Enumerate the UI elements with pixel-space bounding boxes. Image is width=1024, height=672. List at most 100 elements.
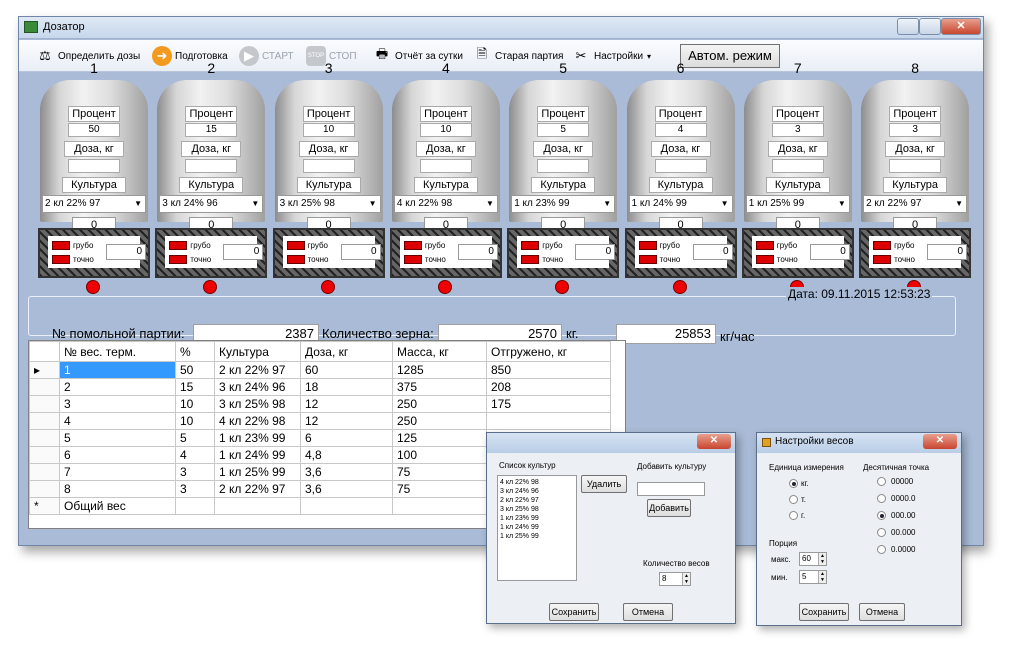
culture-select[interactable]: 1 кл 23% 99▼ bbox=[511, 195, 616, 213]
minimize-button[interactable] bbox=[897, 18, 919, 35]
spinner-arrows-icon[interactable]: ▲▼ bbox=[818, 553, 826, 565]
count-field[interactable]: 0 bbox=[106, 244, 146, 260]
grid-cell[interactable]: 3 bbox=[175, 463, 215, 481]
percent-field[interactable]: 4 bbox=[654, 123, 707, 137]
unit-radio[interactable] bbox=[789, 495, 798, 504]
close-button[interactable]: ✕ bbox=[941, 18, 981, 35]
dose-field[interactable] bbox=[302, 159, 355, 173]
grid-cell[interactable]: 50 bbox=[175, 361, 215, 379]
spinner-arrows-icon[interactable]: ▲▼ bbox=[682, 573, 690, 585]
count-field[interactable]: 0 bbox=[223, 244, 264, 260]
column-header[interactable]: Доза, кг bbox=[300, 341, 393, 362]
grid-cell[interactable]: 1 bbox=[59, 361, 176, 379]
list-item[interactable]: 1 кл 23% 99 bbox=[500, 515, 539, 522]
spinner-arrows-icon[interactable]: ▲▼ bbox=[818, 571, 826, 583]
grid-cell[interactable]: 1285 bbox=[392, 361, 487, 379]
dose-field[interactable] bbox=[771, 159, 824, 173]
count-field[interactable]: 0 bbox=[457, 244, 498, 260]
culture-dialog-close-button[interactable]: ✕ bbox=[697, 434, 731, 449]
decimal-radio[interactable] bbox=[877, 477, 886, 486]
dose-field[interactable] bbox=[185, 159, 238, 173]
list-item[interactable]: 1 кл 24% 99 bbox=[500, 524, 539, 531]
daily-report-button[interactable]: 🖶Отчёт за сутки bbox=[372, 45, 463, 67]
percent-field[interactable]: 50 bbox=[68, 123, 120, 137]
grid-cell[interactable]: 15 bbox=[175, 378, 215, 396]
column-header[interactable]: Отгружено, кг bbox=[486, 341, 611, 362]
grid-cell[interactable]: 3 bbox=[175, 480, 215, 498]
delete-culture-button[interactable]: Удалить bbox=[581, 475, 627, 493]
scale-save-button[interactable]: Сохранить bbox=[799, 603, 849, 621]
scale-cancel-button[interactable]: Отмена bbox=[859, 603, 905, 621]
culture-select[interactable]: 2 кл 22% 97▼ bbox=[863, 195, 968, 213]
list-item[interactable]: 4 кл 22% 98 bbox=[500, 479, 539, 486]
dose-field[interactable] bbox=[537, 159, 590, 173]
grid-cell[interactable] bbox=[392, 497, 487, 515]
scale-dialog-close-button[interactable]: ✕ bbox=[923, 434, 957, 449]
grain-amount-field[interactable]: 2570 bbox=[438, 324, 562, 344]
percent-field[interactable]: 10 bbox=[302, 123, 355, 137]
count-field[interactable]: 0 bbox=[575, 244, 616, 260]
culture-select[interactable]: 2 кл 22% 97▼ bbox=[42, 195, 146, 213]
row-header[interactable]: * bbox=[29, 497, 60, 515]
rate-field[interactable]: 25853 bbox=[616, 324, 716, 344]
row-header[interactable] bbox=[29, 429, 60, 447]
decimal-radio[interactable] bbox=[877, 528, 886, 537]
grid-cell[interactable]: 12 bbox=[300, 395, 393, 413]
culture-cancel-button[interactable]: Отмена bbox=[623, 603, 673, 621]
grid-cell[interactable]: 75 bbox=[392, 463, 487, 481]
percent-field[interactable]: 15 bbox=[185, 123, 238, 137]
percent-field[interactable]: 3 bbox=[889, 123, 942, 137]
row-header[interactable] bbox=[29, 412, 60, 430]
grid-cell[interactable]: 4 bbox=[59, 412, 176, 430]
row-header[interactable] bbox=[29, 463, 60, 481]
column-header[interactable]: № вес. терм. bbox=[59, 341, 176, 362]
grid-cell[interactable]: 175 bbox=[486, 395, 611, 413]
column-header[interactable]: Культура bbox=[214, 341, 301, 362]
grid-cell[interactable]: 7 bbox=[59, 463, 176, 481]
grid-cell[interactable]: 208 bbox=[486, 378, 611, 396]
grid-cell[interactable]: 12 bbox=[300, 412, 393, 430]
grid-cell[interactable]: 4 bbox=[175, 446, 215, 464]
culture-select[interactable]: 1 кл 25% 99▼ bbox=[745, 195, 850, 213]
grid-cell[interactable]: 4,8 bbox=[300, 446, 393, 464]
min-stepper[interactable]: 5▲▼ bbox=[799, 570, 827, 584]
auto-mode-button[interactable]: Автом. режим bbox=[680, 44, 780, 68]
grid-cell[interactable] bbox=[214, 497, 301, 515]
row-header[interactable]: ▸ bbox=[29, 361, 60, 379]
row-header[interactable] bbox=[29, 480, 60, 498]
grid-cell[interactable]: 6 bbox=[300, 429, 393, 447]
column-header[interactable]: Масса, кг bbox=[392, 341, 487, 362]
grid-cell[interactable] bbox=[486, 412, 611, 430]
dose-field[interactable] bbox=[889, 159, 942, 173]
decimal-radio[interactable] bbox=[877, 545, 886, 554]
grid-cell[interactable]: 1 кл 25% 99 bbox=[214, 463, 301, 481]
grid-cell[interactable]: 60 bbox=[300, 361, 393, 379]
list-item[interactable]: 3 кл 24% 96 bbox=[500, 488, 539, 495]
grid-cell[interactable]: 3 кл 24% 96 bbox=[214, 378, 301, 396]
grid-cell[interactable]: 75 bbox=[392, 480, 487, 498]
percent-field[interactable]: 5 bbox=[537, 123, 590, 137]
percent-field[interactable]: 10 bbox=[419, 123, 472, 137]
old-batch-button[interactable]: 🗎Старая партия bbox=[472, 45, 564, 67]
grid-cell[interactable]: 125 bbox=[392, 429, 487, 447]
grid-cell[interactable]: 10 bbox=[175, 412, 215, 430]
grid-cell[interactable]: 8 bbox=[59, 480, 176, 498]
grid-cell[interactable]: 3,6 bbox=[300, 463, 393, 481]
scales-count-stepper[interactable]: 8▲▼ bbox=[659, 572, 691, 586]
grid-cell[interactable]: 375 bbox=[392, 378, 487, 396]
dose-field[interactable] bbox=[419, 159, 472, 173]
row-header[interactable] bbox=[29, 446, 60, 464]
count-field[interactable]: 0 bbox=[809, 244, 850, 260]
add-culture-button[interactable]: Добавить bbox=[647, 499, 691, 517]
grid-cell[interactable]: 1 кл 23% 99 bbox=[214, 429, 301, 447]
culture-select[interactable]: 1 кл 24% 99▼ bbox=[628, 195, 733, 213]
maximize-button[interactable] bbox=[919, 18, 941, 35]
list-item[interactable]: 3 кл 25% 98 bbox=[500, 506, 539, 513]
add-culture-input[interactable] bbox=[637, 482, 705, 496]
count-field[interactable]: 0 bbox=[927, 244, 968, 260]
